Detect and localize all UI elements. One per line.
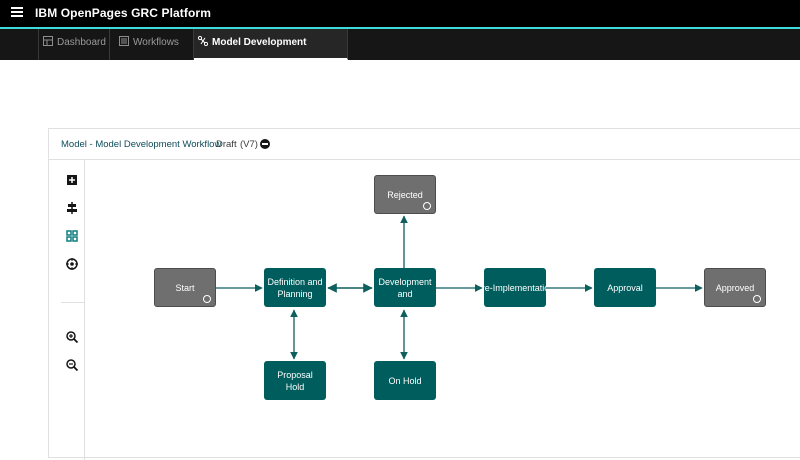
panel-header: Model - Model Development Workflow Draft… <box>49 129 800 160</box>
grid-icon <box>66 230 78 242</box>
tab-label: Model Development Workflow <box>198 37 307 76</box>
zoom-in-button[interactable] <box>65 330 79 344</box>
stage-on-hold[interactable]: On Hold <box>374 361 436 400</box>
end-icon <box>753 295 761 303</box>
toolbar-divider <box>61 302 85 303</box>
add-stage-button[interactable] <box>65 173 79 187</box>
zoom-in-icon <box>66 331 78 343</box>
list-icon <box>119 36 129 46</box>
stage-label: Approved <box>715 282 755 293</box>
stage-label: On Hold <box>388 375 422 386</box>
end-icon <box>423 202 431 210</box>
stage-pre-implementation[interactable]: Pre-Implementation <box>484 268 546 307</box>
tab-dashboard[interactable]: Dashboard <box>38 29 110 60</box>
dashboard-icon <box>43 36 53 46</box>
workflow-icon <box>198 36 208 46</box>
status-label: Draft <box>216 139 237 150</box>
stage-label: Approval <box>607 282 643 293</box>
align-button[interactable] <box>65 201 79 215</box>
stage-label: Rejected <box>387 189 423 200</box>
center-button[interactable] <box>65 257 79 271</box>
top-bar: IBM OpenPages GRC Platform <box>0 0 800 29</box>
align-icon <box>67 202 77 214</box>
tab-label: Workflows <box>133 37 179 48</box>
grid-button[interactable] <box>65 229 79 243</box>
stage-proposal-hold[interactable]: Proposal Hold <box>264 361 326 400</box>
stage-label: Start <box>175 282 195 293</box>
tab-bar: Dashboard Workflows Model Development Wo… <box>0 29 800 76</box>
stage-label: Pre-Implementation <box>484 282 546 293</box>
zoom-out-button[interactable] <box>65 358 79 372</box>
stage-label: Proposal Hold <box>277 369 313 392</box>
stage-development[interactable]: Development and <box>374 268 436 307</box>
zoom-out-icon <box>66 359 78 371</box>
tab-model-development-workflow[interactable]: Model Development Workflow <box>194 29 348 76</box>
collapse-icon[interactable] <box>260 139 270 149</box>
stage-label: Definition and Planning <box>267 276 323 299</box>
menu-icon[interactable] <box>11 5 25 21</box>
canvas-toolbar <box>61 160 85 460</box>
version-label: (V7) <box>240 139 258 150</box>
stage-rejected[interactable]: Rejected <box>374 175 436 214</box>
stage-approved[interactable]: Approved <box>704 268 766 307</box>
play-icon <box>203 295 211 303</box>
stage-label: Development and <box>378 276 432 299</box>
stage-approval[interactable]: Approval <box>594 268 656 307</box>
stage-definition-and-planning[interactable]: Definition and Planning <box>264 268 326 307</box>
app-title: IBM OpenPages GRC Platform <box>35 6 211 20</box>
tab-workflows[interactable]: Workflows <box>110 29 194 60</box>
add-stage-icon <box>67 175 77 185</box>
workflow-title: Model - Model Development Workflow <box>61 139 222 150</box>
tab-label: Dashboard <box>57 37 106 48</box>
target-icon <box>66 258 78 270</box>
stage-start[interactable]: Start <box>154 268 216 307</box>
